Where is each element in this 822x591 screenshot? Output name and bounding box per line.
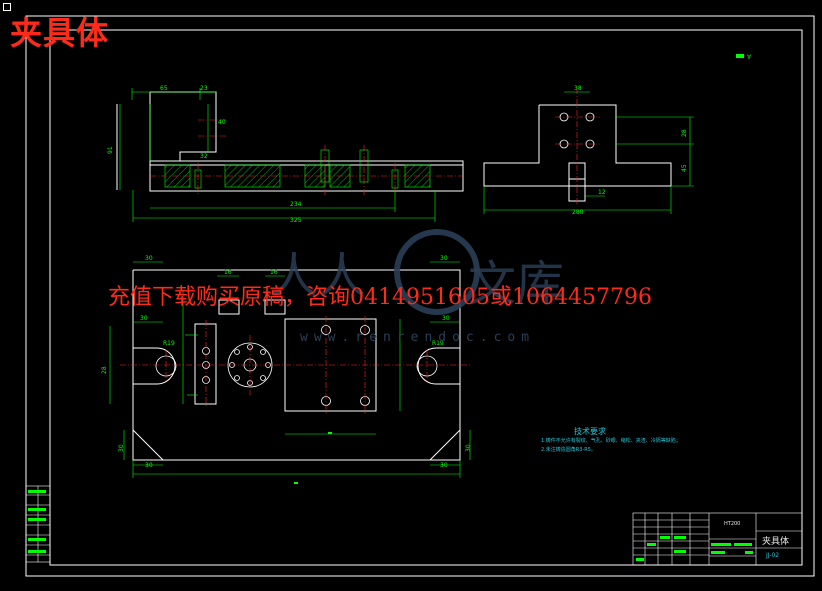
svg-text:文库: 文库: [468, 256, 564, 312]
dim-23: 23: [200, 85, 208, 92]
dim-91: 91: [107, 146, 114, 154]
svg-text:人人: 人人: [270, 248, 366, 304]
front-view: 65 23 91 234 325 40 32: [107, 85, 464, 224]
dim-32: 32: [200, 153, 208, 160]
side-dim-38: 38: [574, 85, 582, 92]
top-dim-30e: 30: [145, 462, 153, 469]
side-dim-12: 12: [598, 189, 606, 196]
tech-note-2: 2.未注铸造圆角R3-R5。: [541, 447, 596, 453]
top-dim-28: 28: [101, 366, 108, 374]
top-dim-16a: 16: [224, 269, 232, 276]
top-view: 30 30 30 30 16 16 28 30 30 R19 R19 30 30: [101, 255, 472, 484]
left-strip-table: [25, 485, 51, 563]
title-block: [632, 512, 803, 566]
ad-overlay-text: 充值下载购买原稿，咨询0414951605或1064457796: [108, 285, 652, 310]
side-view: 38 28 45 280 12: [483, 85, 694, 216]
roughness-symbol: ∀: [747, 54, 752, 61]
dim-40: 40: [218, 119, 226, 126]
tech-notes-title: 技术要求: [574, 427, 606, 436]
top-dim-30a: 30: [145, 255, 153, 262]
overlay-title: 夹具体: [10, 14, 110, 52]
top-dim-r19b: R19: [432, 340, 444, 347]
drawing-number-label: JJ-02: [766, 552, 780, 559]
top-dim-30f: 30: [440, 462, 448, 469]
tech-note-1: 1.铸件不允许有裂纹、气孔、砂眼、缩松、夹渣、冷隔等缺陷；: [541, 438, 681, 444]
top-dim-r19a: R19: [163, 340, 175, 347]
watermark-text: www.renrendoc.com: [300, 330, 536, 345]
watermark-logo: [394, 229, 480, 315]
side-dim-280: 280: [572, 209, 584, 216]
outer-frame: [25, 15, 815, 577]
corner-marker: [3, 3, 11, 11]
title-block-fills: [636, 536, 753, 561]
dim-325: 325: [290, 217, 302, 224]
top-dim-30c: 30: [140, 315, 148, 322]
watermark-glyphs: 人人 文库: [270, 248, 564, 312]
side-dim-28: 28: [681, 129, 688, 137]
part-name-label: 夹具体: [762, 537, 790, 547]
dim-65: 65: [160, 85, 168, 92]
top-dim-30g: 30: [118, 444, 125, 452]
top-dim-30b: 30: [440, 255, 448, 262]
top-dim-16b: 16: [270, 269, 278, 276]
roughness-mark: [736, 54, 744, 58]
inner-frame: [49, 29, 803, 566]
side-dim-45: 45: [681, 164, 688, 172]
top-dim-30h: 30: [465, 444, 472, 452]
top-dim-30d: 30: [442, 315, 450, 322]
dim-234: 234: [290, 201, 302, 208]
material-label: HT200: [724, 521, 741, 527]
